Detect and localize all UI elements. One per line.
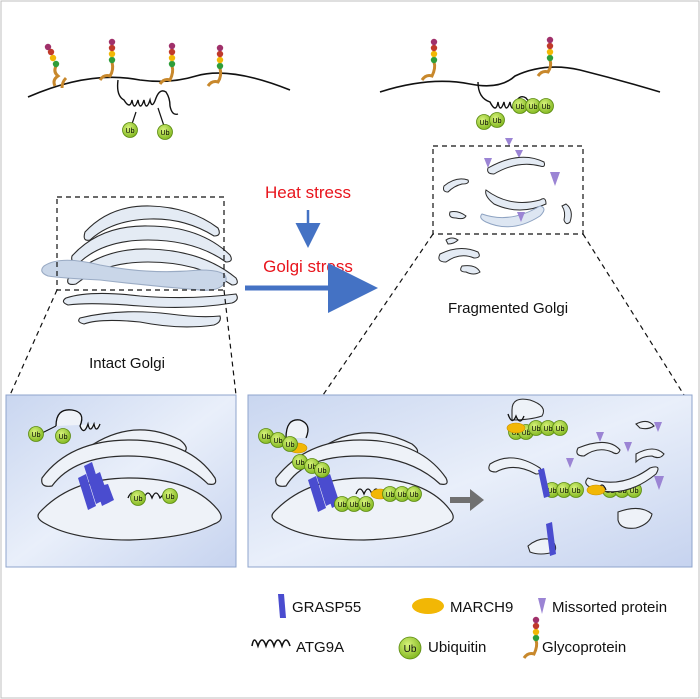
svg-text:Ub: Ub [166, 494, 175, 501]
missorted-protein [484, 158, 560, 222]
glycoprotein-icon [206, 44, 224, 87]
ubiquitin-label: Ub [572, 488, 581, 495]
ubiquitin-label: Ub [512, 430, 521, 437]
svg-text:Ub: Ub [161, 130, 170, 137]
legend-atg9a-swatch [251, 639, 291, 649]
svg-text:Ub: Ub [32, 432, 41, 439]
ubiquitin-label: Ub [338, 502, 347, 509]
ubiquitin-label: Ub [286, 442, 295, 449]
ubiquitin-label: Ub [560, 488, 569, 495]
grasp55-icon [78, 462, 114, 510]
ubiquitin-label: Ub [410, 492, 419, 499]
grasp55-icon [538, 468, 556, 556]
ubiquitin-label: Ub [532, 426, 541, 433]
legend-march9-swatch [412, 598, 444, 614]
zoom-line [582, 233, 685, 396]
svg-text:Ub: Ub [59, 434, 68, 441]
ubiquitin-label: Ub [296, 460, 305, 467]
atg9a-icon [285, 419, 381, 496]
ubiquitin-icon [314, 462, 330, 478]
legend-grasp55-swatch [278, 594, 286, 618]
ubiquitin-label: Ub [262, 434, 271, 441]
svg-text:Ub: Ub [480, 120, 489, 127]
golgi-stress-label: Golgi stress [263, 257, 353, 276]
legend-glycoprotein-label: Glycoprotein [542, 639, 626, 656]
ubiquitin-label: Ub [556, 426, 565, 433]
ubiquitin-label: Ub [522, 430, 531, 437]
atg9a-icon [477, 81, 541, 109]
membrane-right [379, 66, 661, 93]
ubiquitin-icon: Ub Ub Ub Ub [28, 426, 178, 506]
legend-march9-label: MARCH9 [450, 599, 513, 616]
legend-glycoprotein-swatch [522, 616, 540, 659]
svg-text:Ub: Ub [516, 104, 525, 111]
ubiquitin-label: Ub [386, 492, 395, 499]
legend: GRASP55 MARCH9 Missorted protein ATG9A U… [251, 594, 667, 660]
ubiquitin-label: Ub [398, 492, 407, 499]
legend-missorted-swatch [538, 598, 546, 614]
zoom-line [9, 289, 58, 396]
glycoprotein-icon [44, 43, 68, 89]
intact-golgi-label: Intact Golgi [89, 355, 165, 372]
svg-text:Ub: Ub [126, 128, 135, 135]
glycoprotein-icon [536, 36, 554, 77]
svg-text:Ub: Ub [404, 644, 417, 655]
intact-golgi [41, 205, 238, 328]
zoom-box-right [432, 145, 584, 235]
svg-text:Ub: Ub [529, 104, 538, 111]
zoom-line [223, 289, 237, 396]
ubiquitin-icon: Ub Ub [122, 122, 173, 140]
svg-text:Ub: Ub [134, 496, 143, 503]
legend-grasp55-label: GRASP55 [292, 599, 361, 616]
ubiquitin-label: Ub [548, 488, 557, 495]
ubiquitin-label: Ub [544, 426, 553, 433]
glycoprotein-icon [420, 38, 438, 81]
transition-arrow [450, 489, 484, 511]
fragmented-golgi-label: Fragmented Golgi [448, 300, 568, 317]
ubiquitin-chain: Ub Ub Ub Ub Ub [476, 98, 554, 130]
svg-text:Ub: Ub [542, 104, 551, 111]
legend-missorted-label: Missorted protein [552, 599, 667, 616]
march9-icon [506, 422, 606, 496]
ubiquitin-icon [406, 486, 422, 502]
glycoprotein-icon [158, 42, 176, 85]
legend-atg9a-label: ATG9A [296, 639, 344, 656]
missorted-protein [505, 138, 523, 158]
ubiquitin-label: Ub [362, 502, 371, 509]
zoom-box-left [56, 196, 225, 291]
legend-ubiquitin-swatch [398, 636, 422, 660]
ubiquitin-label: Ub [630, 488, 639, 495]
glycoprotein-icon [98, 38, 116, 81]
ubiquitin-icon [358, 496, 374, 512]
atg9a-icon [116, 79, 179, 127]
zoom-line [322, 233, 434, 396]
ubiquitin-label: Ub [308, 464, 317, 471]
fragmented-golgi [438, 156, 572, 275]
ubiquitin-label: Ub [274, 438, 283, 445]
ubiquitin-label: Ub [618, 488, 627, 495]
ubiquitin-icon [568, 482, 584, 498]
legend-ubiquitin-label: Ubiquitin [428, 639, 486, 656]
ubiquitin-label: Ub [318, 468, 327, 475]
ubiquitin-icon [552, 420, 568, 436]
ubiquitin-label: Ub [350, 502, 359, 509]
heat-stress-label: Heat stress [265, 183, 351, 202]
svg-text:Ub: Ub [493, 118, 502, 125]
ubiquitin-icon [282, 436, 298, 452]
missorted-protein [566, 422, 664, 490]
